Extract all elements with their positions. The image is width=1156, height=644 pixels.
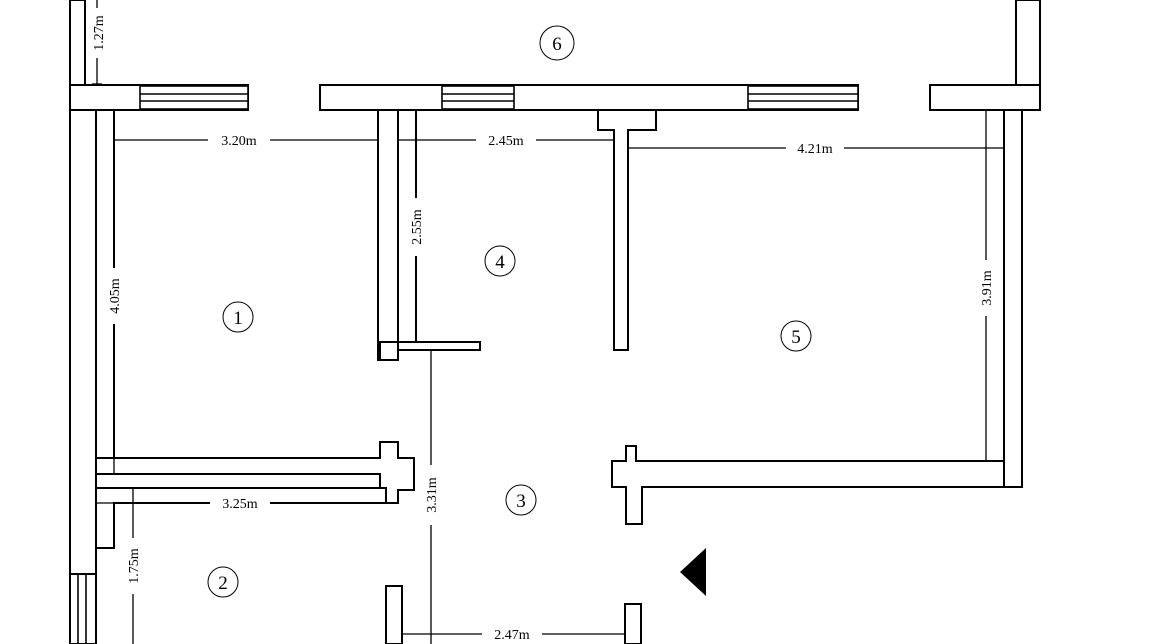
hall-walls — [624, 603, 642, 644]
room-number-1: 1 — [233, 308, 243, 329]
room-label-3: 3 — [505, 484, 537, 516]
room-label-1: 1 — [222, 301, 254, 333]
exterior-wall-right — [1003, 109, 1023, 488]
dim-room5-width: 4.21m — [797, 142, 833, 157]
room-number-6: 6 — [552, 34, 562, 55]
room-label-6: 6 — [539, 25, 575, 61]
window-room-1 — [139, 85, 249, 110]
room-1-walls — [95, 109, 415, 504]
room-label-4: 4 — [484, 245, 516, 277]
dim-hall-width: 2.47m — [494, 628, 530, 643]
room-4-walls — [379, 109, 657, 361]
dim-hall-depth: 3.31m — [425, 477, 440, 513]
room-label-2: 2 — [207, 566, 239, 598]
room-label-5: 5 — [780, 320, 812, 352]
entrance-arrow-icon — [680, 548, 706, 596]
stairs — [69, 573, 97, 644]
room-number-2: 2 — [218, 573, 228, 594]
dim-room4-width: 2.45m — [488, 134, 524, 149]
window-room-5 — [747, 85, 859, 110]
dim-room1-depth: 4.05m — [108, 278, 123, 314]
dim-balcony-depth: 1.27m — [92, 15, 107, 51]
dim-room5-depth: 3.91m — [980, 270, 995, 306]
room-5-walls — [611, 445, 1005, 525]
dim-room4-depth: 2.55m — [410, 209, 425, 245]
window-room-4 — [441, 85, 515, 110]
room-number-4: 4 — [495, 252, 505, 273]
dim-room1-width: 3.20m — [221, 134, 257, 149]
dim-room2-width: 3.25m — [222, 497, 258, 512]
exterior-wall-left — [69, 109, 97, 644]
dim-room2-depth: 1.75m — [127, 548, 142, 584]
room-number-3: 3 — [516, 491, 526, 512]
room-number-5: 5 — [791, 327, 801, 348]
